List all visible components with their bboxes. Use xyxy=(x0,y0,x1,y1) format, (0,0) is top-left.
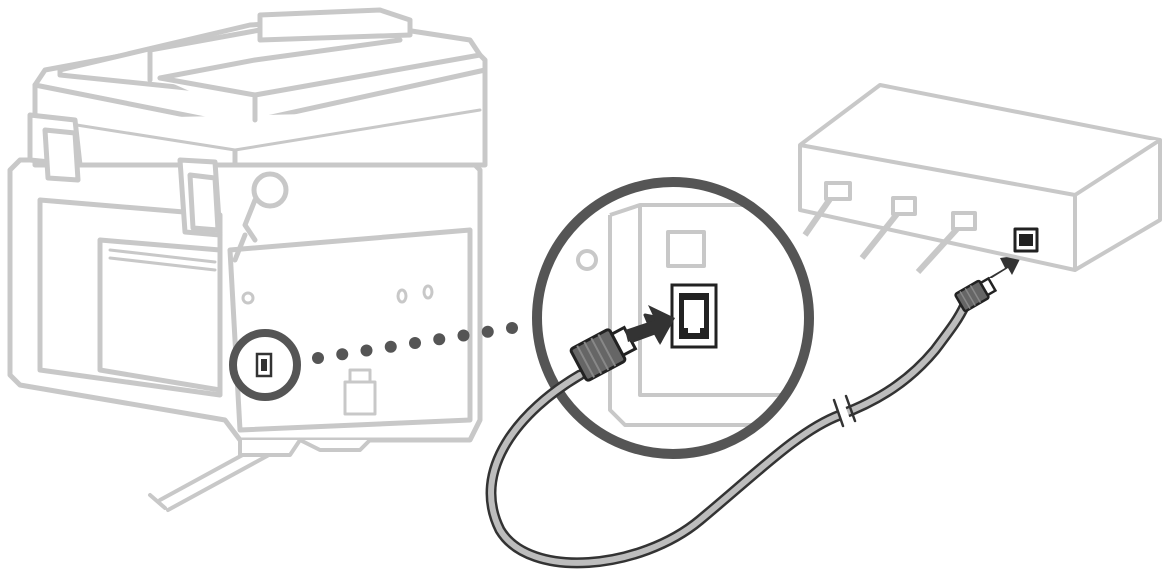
leader-dot xyxy=(457,329,470,342)
leader-dot xyxy=(384,340,397,353)
insert-arrow-icon xyxy=(625,305,675,345)
leader-dot xyxy=(312,352,324,364)
leader-dot xyxy=(360,344,373,357)
lan-port-magnified xyxy=(670,283,718,349)
leader-dot xyxy=(409,337,421,349)
router-hub xyxy=(798,83,1162,275)
router-lan-port xyxy=(1013,227,1039,253)
leader-dot xyxy=(481,325,494,338)
insert-arrow-icon xyxy=(988,255,1022,278)
dot-leader xyxy=(312,322,518,364)
router-port-occupied xyxy=(915,211,977,275)
rj45-plug-router-end xyxy=(954,276,998,313)
leader-dot xyxy=(506,322,518,334)
printer-machine xyxy=(7,7,488,512)
leader-dot xyxy=(336,348,349,361)
magnifier-callout xyxy=(532,177,814,459)
router-port-occupied xyxy=(802,181,852,237)
router-port-occupied xyxy=(859,196,917,260)
rj45-plug-machine-end xyxy=(569,325,638,382)
lan-port-callout-small xyxy=(229,329,301,401)
lan-port-icon xyxy=(255,352,273,378)
ethernet-cable xyxy=(485,299,971,569)
leader-dot xyxy=(433,333,446,346)
